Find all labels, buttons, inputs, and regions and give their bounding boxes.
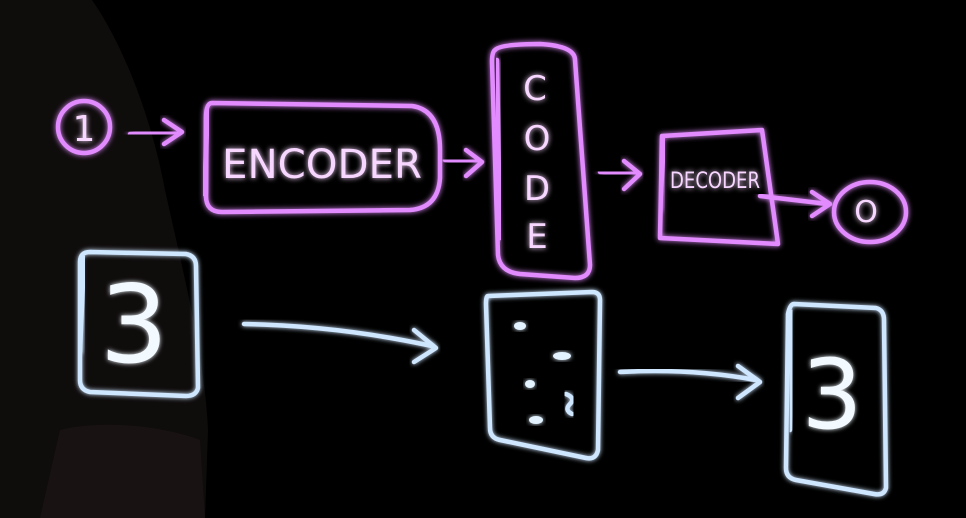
example-output-digit: 3 <box>801 339 862 451</box>
example-input-digit: 3 <box>100 263 169 388</box>
decoder-box: DECODER <box>657 127 781 247</box>
output-label: O <box>854 195 878 230</box>
arrow-code-to-decoder <box>597 158 643 192</box>
arrow-encoder-to-code <box>442 147 485 179</box>
example-input-box: 3 <box>77 249 201 399</box>
latent-squiggle <box>563 391 575 417</box>
arrow-decoder-to-output <box>757 189 833 219</box>
encoder-box: ENCODER <box>201 100 443 215</box>
reconstruction-box: 3 <box>783 301 889 497</box>
encoder-label: ENCODER <box>222 142 422 188</box>
presenter-silhouette <box>0 0 208 518</box>
code-letter-d: D <box>524 169 550 209</box>
latent-dot <box>514 322 526 330</box>
arrow-image-to-code <box>241 321 439 365</box>
latent-dot <box>525 380 535 388</box>
latent-dot <box>553 352 571 360</box>
code-letter-c: C <box>523 69 547 109</box>
input-node: 1 <box>55 98 113 156</box>
arrow-input-to-encoder <box>127 117 185 147</box>
decoder-label: DECODER <box>670 169 760 194</box>
code-letter-e: E <box>526 217 547 257</box>
latent-code-box <box>483 289 603 461</box>
output-node: O <box>831 179 909 245</box>
code-letter-o: O <box>524 119 551 159</box>
input-label: 1 <box>73 109 96 150</box>
latent-dot <box>529 416 543 424</box>
code-box: C O D E <box>489 41 593 281</box>
arrow-code-to-reconstruction <box>617 363 763 401</box>
